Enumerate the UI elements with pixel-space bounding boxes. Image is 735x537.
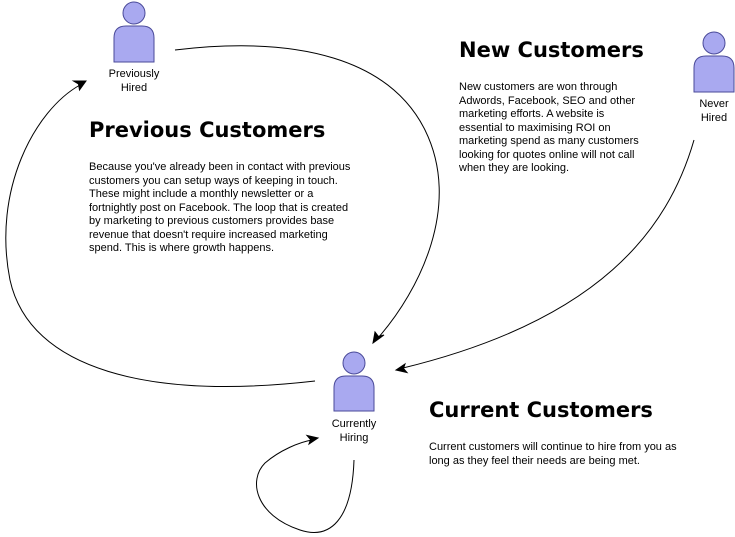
arrowhead-current-to-previous-icon: [71, 80, 87, 92]
previous-customers-heading: Previous Customers: [89, 118, 326, 142]
edge-previous-to-current[interactable]: [174, 45, 440, 339]
new-customers-text: New customers are won through Adwords, F…: [459, 81, 639, 174]
edge-current-self-loop[interactable]: [256, 439, 355, 533]
current-customers-text: Current customers will continue to hire …: [429, 441, 677, 467]
new-customers-heading: New Customers: [459, 38, 644, 62]
arrowhead-current-self-loop-icon: [305, 434, 320, 446]
previous-customers-text: Because you've already been in contact w…: [89, 161, 351, 254]
actor-never-hired-icon[interactable]: [693, 31, 735, 93]
actor-label-previously-hired: Previously Hired: [108, 68, 160, 94]
edge-current-to-previous[interactable]: [5, 84, 316, 387]
actor-previously-hired-icon[interactable]: [113, 1, 155, 63]
edge-never-to-current[interactable]: [402, 139, 695, 369]
actor-label-never-hired: Never Hired: [699, 98, 729, 124]
arrowhead-never-to-current-icon: [394, 362, 409, 374]
actor-currently-hiring-icon[interactable]: [333, 351, 375, 412]
current-customers-heading: Current Customers: [429, 398, 653, 422]
arrowhead-previous-to-current-icon: [372, 330, 385, 345]
actor-label-currently-hiring: Currently Hiring: [331, 418, 377, 444]
